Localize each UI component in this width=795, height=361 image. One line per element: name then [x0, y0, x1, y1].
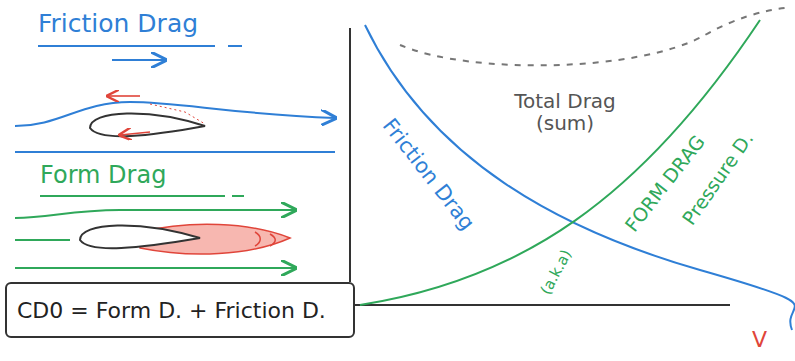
form-curve [360, 20, 760, 305]
curve-label: (a.k.a) [537, 247, 574, 297]
formula-box: CD0 = Form D. + Friction D. [5, 282, 355, 338]
title-dash [228, 45, 242, 47]
total-curve [400, 8, 785, 65]
flow-arrow [112, 59, 165, 61]
curve-label: Friction Drag [377, 115, 478, 235]
curve-label: Total Drag (sum) [500, 90, 630, 134]
airfoil [80, 225, 200, 248]
shear-arrow [108, 95, 140, 97]
streamline [15, 239, 70, 241]
y-axis [349, 28, 351, 282]
formula-text: CD0 = Form D. + Friction D. [17, 298, 326, 323]
title-dash [232, 195, 244, 197]
title-underline [40, 195, 225, 197]
vortex [270, 234, 275, 246]
airfoil [90, 113, 205, 136]
boundary-layer [150, 104, 205, 124]
section-title: Friction Drag [38, 10, 198, 38]
streamline [15, 151, 335, 153]
streamline [15, 210, 295, 218]
section-title: Form Drag [40, 162, 166, 188]
streamline [15, 267, 295, 269]
shear-arrow [120, 132, 150, 135]
friction-curve [365, 25, 795, 330]
x-axis [355, 304, 730, 306]
title-underline [38, 45, 215, 47]
vortex [255, 232, 260, 246]
axis-label: V [752, 328, 767, 352]
